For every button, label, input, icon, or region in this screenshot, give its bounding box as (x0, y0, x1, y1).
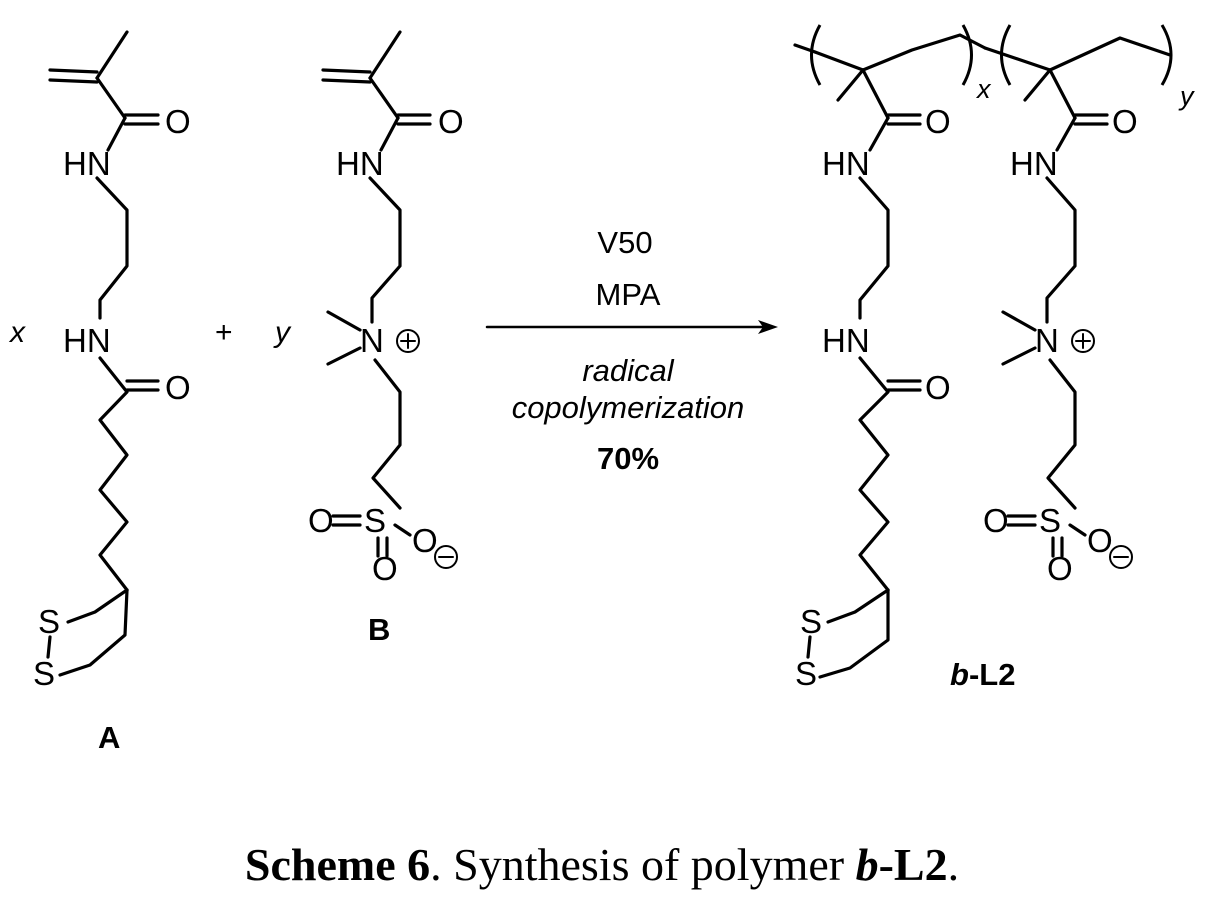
reaction-yield: 70% (597, 441, 659, 476)
plus-sign: + (215, 316, 233, 349)
coefficient-y: y (273, 316, 292, 349)
scheme-caption: Scheme 6. Synthesis of polymer b-L2. (245, 839, 959, 890)
atom-o: O (1047, 550, 1073, 587)
atom-o: O (925, 103, 951, 140)
coefficient-x: x (8, 316, 26, 349)
atom-o: O (1112, 103, 1138, 140)
product-label-rest: -L2 (969, 657, 1016, 692)
reaction-arrow (487, 320, 778, 334)
monomer-a-label: A (98, 720, 120, 755)
atom-o: O (165, 103, 191, 140)
atom-o: O (925, 369, 951, 406)
atom-s: S (38, 603, 60, 640)
atom-nh: HN (63, 322, 111, 359)
atom-s: S (800, 603, 822, 640)
atom-nh: HN (63, 145, 111, 182)
caption-scheme-number: Scheme 6 (245, 839, 430, 890)
caption-compound-italic: b (856, 839, 879, 890)
atom-o: O (165, 369, 191, 406)
atom-o-minus: O (1087, 522, 1113, 559)
atom-nh: HN (822, 322, 870, 359)
atom-nh: HN (336, 145, 384, 182)
atom-o: O (308, 502, 334, 539)
condition-chain-transfer: MPA (596, 277, 661, 312)
caption-compound-rest: -L2 (879, 839, 948, 890)
atom-s: S (795, 655, 817, 692)
atom-s: S (1039, 502, 1061, 539)
atom-o: O (372, 550, 398, 587)
atom-o: O (438, 103, 464, 140)
atom-nh: HN (1010, 145, 1058, 182)
atom-n-plus: N (360, 322, 384, 359)
atom-o: O (983, 502, 1009, 539)
atom-nh: HN (822, 145, 870, 182)
atom-o-minus: O (412, 522, 438, 559)
repeat-subscript-x: x (975, 74, 992, 104)
atom-s: S (33, 655, 55, 692)
atom-s: S (364, 502, 386, 539)
atom-n-plus: N (1035, 322, 1059, 359)
product-label: b-L2 (950, 657, 1015, 692)
condition-method-2: copolymerization (512, 390, 745, 425)
repeat-subscript-y: y (1178, 81, 1195, 111)
monomer-b-label: B (368, 612, 390, 647)
condition-method-1: radical (582, 353, 674, 388)
caption-text: . Synthesis of polymer (430, 839, 855, 890)
product-label-italic: b (950, 657, 969, 692)
caption-end: . (948, 839, 960, 890)
condition-initiator: V50 (597, 225, 652, 260)
monomer-b-structure (323, 32, 430, 556)
